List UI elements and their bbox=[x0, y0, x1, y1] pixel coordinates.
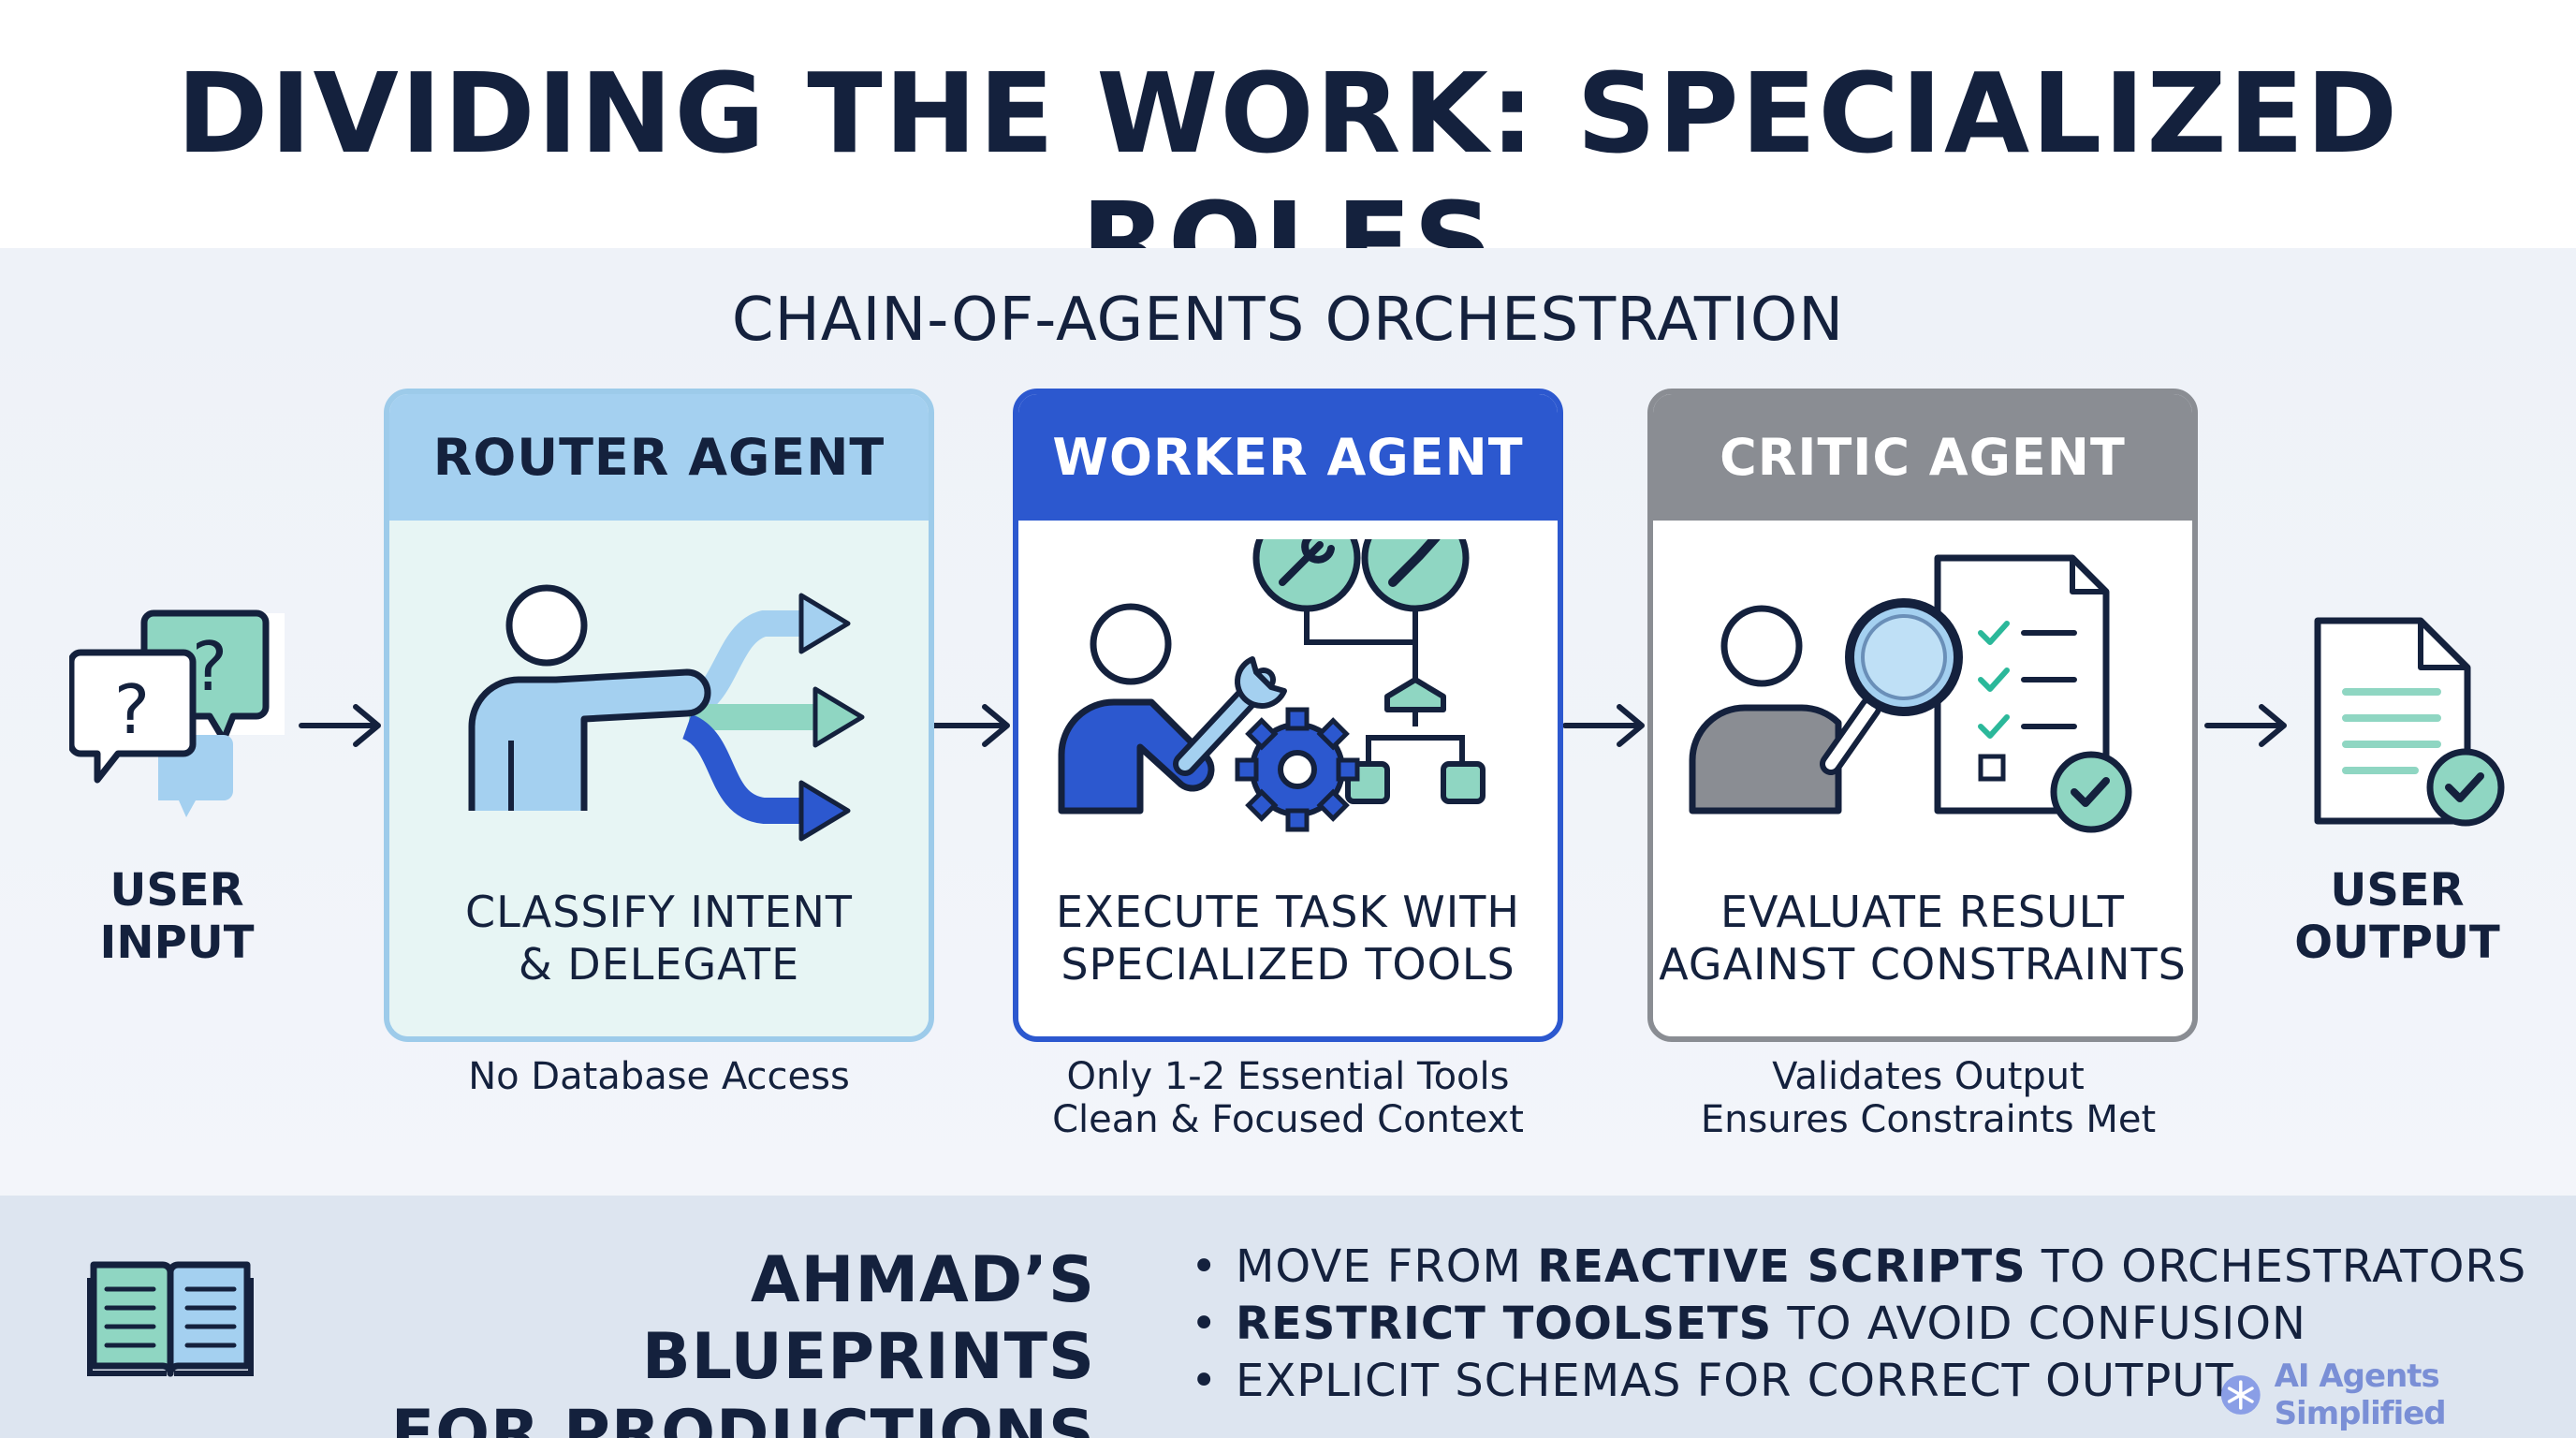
critic-agent-body: EVALUATE RESULT AGAINST CONSTRAINTS bbox=[1653, 521, 2192, 1036]
router-agent-note: No Database Access bbox=[468, 1055, 850, 1098]
list-item: •EXPLICIT SCHEMAS FOR CORRECT OUTPUT bbox=[1191, 1355, 2234, 1407]
critic-agent-title: CRITIC AGENT bbox=[1653, 394, 2192, 521]
document-check-icon bbox=[2314, 617, 2505, 827]
page-title: DIVIDING THE WORK: SPECIALIZED ROLES bbox=[176, 49, 2400, 307]
brand-name: AI Agents Simplified bbox=[2274, 1357, 2447, 1432]
person-magnifier-checklist-icon bbox=[1689, 554, 2132, 833]
list-item: •RESTRICT TOOLSETS TO AVOID CONFUSION bbox=[1191, 1298, 2306, 1350]
diagram-subtitle: CHAIN-OF-AGENTS ORCHESTRATION bbox=[731, 286, 1845, 355]
list-item: •MOVE FROM REACTIVE SCRIPTS TO ORCHESTRA… bbox=[1191, 1240, 2527, 1293]
worker-agent-body: EXECUTE TASK WITH SPECIALIZED TOOLS bbox=[1018, 521, 1558, 1036]
worker-agent-caption: EXECUTE TASK WITH SPECIALIZED TOOLS bbox=[1056, 887, 1520, 990]
worker-agent-title: WORKER AGENT bbox=[1018, 394, 1558, 521]
diagram-panel: CHAIN-OF-AGENTS ORCHESTRATION ? ? USER I… bbox=[0, 248, 2576, 1196]
user-input-label: USER INPUT bbox=[99, 864, 255, 969]
router-agent-caption: CLASSIFY INTENT & DELEGATE bbox=[464, 887, 854, 990]
footer-heading: AHMAD’S BLUEPRINTS FOR PRODUCTIONS bbox=[390, 1243, 1095, 1438]
flow-arrow bbox=[929, 704, 1010, 747]
router-agent-body: CLASSIFY INTENT & DELEGATE bbox=[389, 521, 929, 1036]
person-pointing-arrows-icon bbox=[468, 584, 865, 842]
snowflake-logo-icon bbox=[2220, 1375, 2261, 1415]
flow-arrow bbox=[299, 704, 381, 747]
router-agent-title: ROUTER AGENT bbox=[389, 394, 929, 521]
svg-text:?: ? bbox=[114, 670, 150, 749]
flow-arrow bbox=[2204, 704, 2287, 747]
user-output-label: USER OUTPUT bbox=[2294, 864, 2500, 969]
critic-agent-caption: EVALUATE RESULT AGAINST CONSTRAINTS bbox=[1659, 887, 2187, 990]
worker-agent-card: WORKER AGENT bbox=[1013, 389, 1563, 1042]
blueprint-list: •MOVE FROM REACTIVE SCRIPTS TO ORCHESTRA… bbox=[1191, 1239, 2526, 1410]
critic-agent-card: CRITIC AGENT EVALUATE bbox=[1647, 389, 2198, 1042]
open-book-icon bbox=[87, 1261, 254, 1377]
worker-agent-note: Only 1-2 Essential Tools Clean & Focused… bbox=[1052, 1055, 1524, 1141]
flow-arrow bbox=[1562, 704, 1645, 747]
brand-logo: AI Agents Simplified bbox=[2220, 1357, 2576, 1432]
router-agent-card: ROUTER AGENT CLASSIFY INTENT & DELEGATE bbox=[384, 389, 934, 1042]
svg-text:?: ? bbox=[192, 627, 227, 706]
critic-agent-note: Validates Output Ensures Constraints Met bbox=[1700, 1055, 2157, 1141]
question-chat-icon: ? ? bbox=[69, 609, 285, 817]
person-wrench-gear-icon bbox=[1058, 539, 1486, 832]
blueprints-footer: AHMAD’S BLUEPRINTS FOR PRODUCTIONS •MOVE… bbox=[0, 1196, 2576, 1438]
